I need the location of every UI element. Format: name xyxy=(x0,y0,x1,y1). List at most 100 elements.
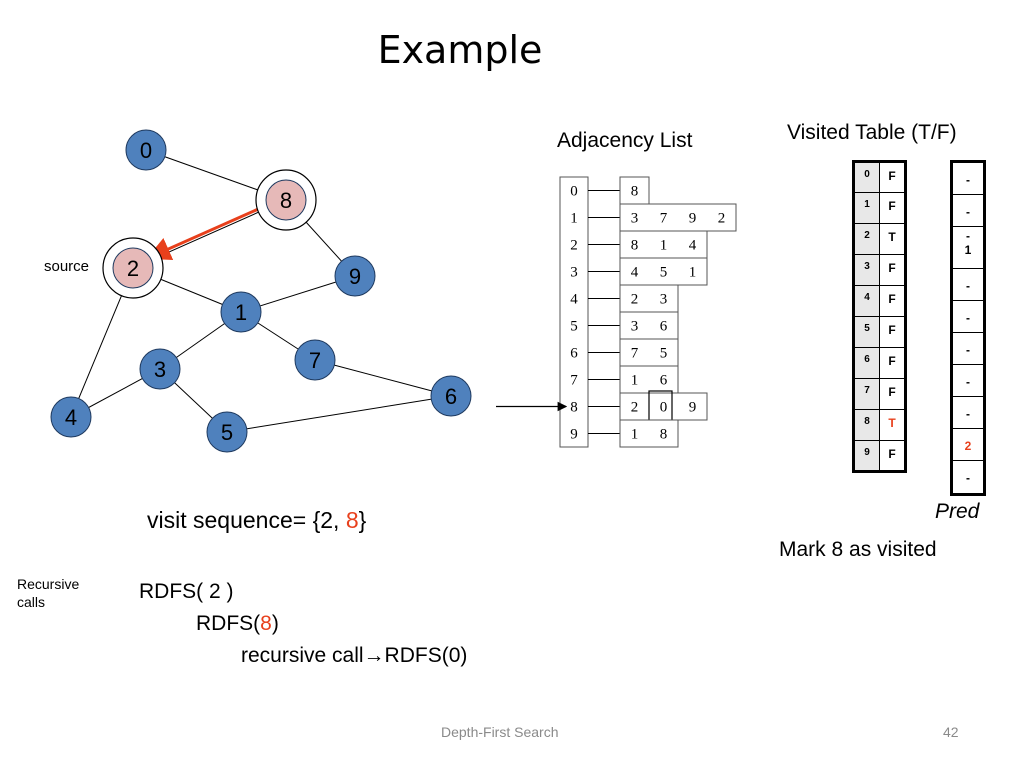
adjacency-vertex: 6 xyxy=(570,346,578,362)
adjacency-neighbor: 2 xyxy=(631,292,639,308)
visited-flag: F xyxy=(879,161,906,193)
rdfs-call-2: RDFS(8) xyxy=(196,612,279,636)
rdfs-call-3-target: RDFS(0) xyxy=(384,644,468,667)
adjacency-vertex: 8 xyxy=(570,400,578,416)
adjacency-neighbor: 7 xyxy=(660,211,668,227)
visited-flag: F xyxy=(879,378,906,410)
rdfs-call-1: RDFS( 2 ) xyxy=(139,580,234,603)
edge-5-6 xyxy=(226,395,452,433)
visited-flag: F xyxy=(879,192,906,224)
pred-cell: - xyxy=(953,333,983,365)
page-number: 42 xyxy=(943,724,959,740)
pred-cell: - xyxy=(966,471,970,485)
adjacency-vertex: 9 xyxy=(570,427,578,443)
pred-cell: - xyxy=(953,397,983,429)
node-label: 4 xyxy=(65,405,77,430)
adjacency-neighbor: 4 xyxy=(689,238,697,254)
adjacency-vertex: 3 xyxy=(570,265,578,281)
pred-cell: - xyxy=(953,365,983,397)
graph-diagram: 0 1 2 3 4 5 6 7 8 9 xyxy=(50,129,472,453)
node-label: 1 xyxy=(235,300,247,325)
adjacency-vertex: 7 xyxy=(570,373,578,389)
adjacency-neighbor: 3 xyxy=(631,211,639,227)
node-2: 2 xyxy=(102,237,164,299)
adjacency-vertex: 0 xyxy=(570,184,578,200)
visited-index: 3 xyxy=(853,254,880,286)
visited-index: 1 xyxy=(853,192,880,224)
adjacency-row xyxy=(619,203,737,232)
node-5: 5 xyxy=(206,411,248,453)
pred-column: ---1-----2- xyxy=(950,160,986,496)
adjacency-vertex: 1 xyxy=(570,211,578,227)
node-label: 5 xyxy=(221,420,233,445)
slide-title: Example xyxy=(377,28,543,72)
status-message: Mark 8 as visited xyxy=(779,538,937,561)
node-label: 9 xyxy=(349,264,361,289)
visited-flag: F xyxy=(879,254,906,286)
adjacency-neighbor: 4 xyxy=(631,265,639,281)
edge-7-6 xyxy=(314,359,452,397)
adjacency-neighbor: 8 xyxy=(660,427,668,443)
adjacency-neighbor: 5 xyxy=(660,346,668,362)
adjacency-neighbor: 1 xyxy=(631,373,639,389)
adjacency-neighbor: 8 xyxy=(631,238,639,254)
node-4: 4 xyxy=(50,396,92,438)
visit-sequence: visit sequence= {2, 8} xyxy=(147,507,366,534)
node-label: 6 xyxy=(445,384,457,409)
visited-flag: F xyxy=(879,347,906,379)
adjacency-row xyxy=(619,176,650,205)
visited-index: 0 xyxy=(853,161,880,193)
visited-flag: F xyxy=(879,316,906,348)
source-label: source xyxy=(44,258,90,275)
adjacency-neighbor: 6 xyxy=(660,373,668,389)
pred-cell: - xyxy=(953,301,983,333)
visited-index: 5 xyxy=(853,316,880,348)
adjacency-neighbor: 1 xyxy=(660,238,668,254)
pred-label: Pred xyxy=(935,500,980,523)
rdfs-call-3-prefix: recursive call xyxy=(241,644,364,667)
node-3: 3 xyxy=(139,348,181,390)
adjacency-vertex: 4 xyxy=(570,292,578,308)
node-0: 0 xyxy=(125,129,167,171)
adjacency-row xyxy=(619,257,708,286)
visit-sequence-new-item: 8 xyxy=(345,507,359,533)
adjacency-neighbor: 8 xyxy=(631,184,639,200)
adjacency-neighbor: 2 xyxy=(718,211,726,227)
adjacency-neighbor: 9 xyxy=(689,211,697,227)
visit-sequence-suffix: } xyxy=(358,507,367,533)
node-label: 7 xyxy=(309,348,321,373)
node-label: 0 xyxy=(140,138,152,163)
adjacency-neighbor: 3 xyxy=(631,319,639,335)
adjacency-neighbor: 5 xyxy=(660,265,668,281)
pred-cell: 2 xyxy=(953,429,983,461)
rdfs-call-2-prefix: RDFS( xyxy=(196,612,261,635)
visit-sequence-prefix: visit sequence= {2, xyxy=(147,507,346,533)
adjacency-row xyxy=(619,284,679,313)
node-label: 8 xyxy=(280,188,292,213)
adjacency-neighbor: 1 xyxy=(689,265,697,281)
rdfs-call-3: recursive call→RDFS(0) xyxy=(241,644,467,668)
adjacency-vertex: 5 xyxy=(570,319,578,335)
adjacency-neighbor: 9 xyxy=(689,400,697,416)
node-label: 2 xyxy=(127,256,139,281)
adjacency-neighbor: 0 xyxy=(660,400,668,416)
visited-index: 6 xyxy=(853,347,880,379)
pred-cell: - xyxy=(953,163,983,195)
adjacency-row xyxy=(619,392,708,421)
adjacency-neighbor: 7 xyxy=(631,346,639,362)
adjacency-row xyxy=(619,338,679,367)
visited-flag: T xyxy=(879,409,906,441)
slide-footer: Depth-First Search xyxy=(441,724,559,740)
visited-index: 8 xyxy=(853,409,880,441)
recursive-calls-label: Recursive calls xyxy=(17,576,80,610)
adjacency-vertex: 2 xyxy=(570,238,578,254)
adjacency-list-title: Adjacency List xyxy=(557,129,693,152)
